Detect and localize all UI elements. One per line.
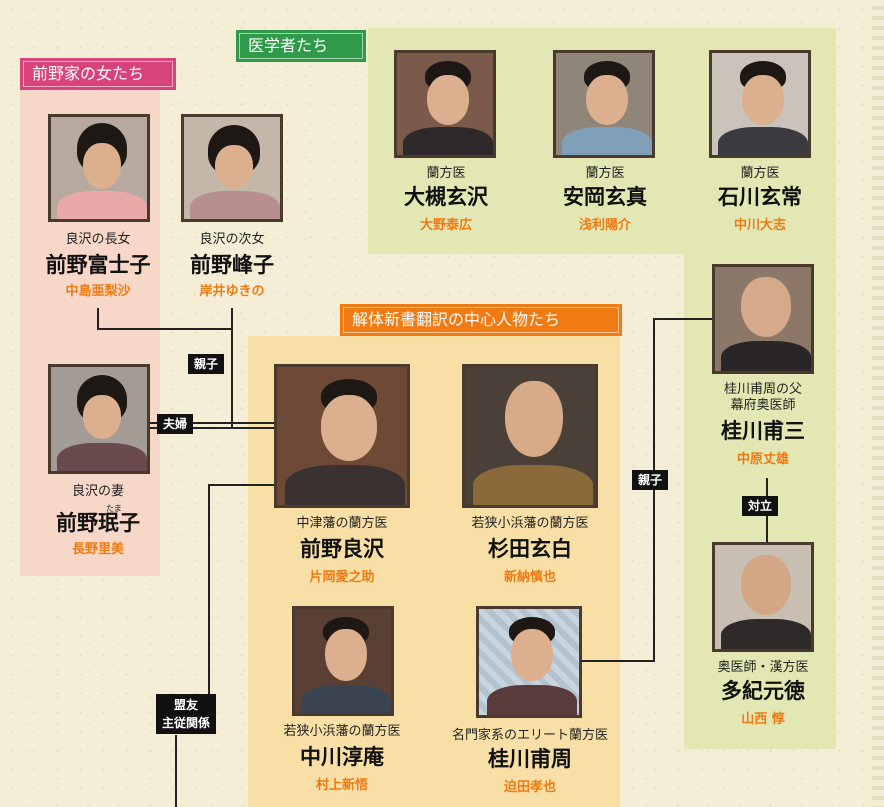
actor-name: 中川大志 xyxy=(733,218,786,233)
actor-name: 村上新悟 xyxy=(315,778,368,793)
relation-label-parent-child: 親子 xyxy=(632,470,669,490)
portrait-photo xyxy=(553,50,655,158)
connector-line xyxy=(580,660,654,662)
connector-line xyxy=(150,422,275,424)
connector-line xyxy=(97,308,99,330)
actor-name: 浅利陽介 xyxy=(578,218,631,233)
character-card-hoshu: 名門家系のエリート蘭方医 桂川甫周 迫田孝也 xyxy=(440,606,620,802)
character-role: 蘭方医 xyxy=(740,166,780,181)
portrait-photo xyxy=(476,606,582,718)
character-role: 良沢の長女 xyxy=(65,232,131,247)
character-card-otsuki: 蘭方医 大槻玄沢 大野泰広 xyxy=(386,48,506,238)
relation-label-parent-child: 親子 xyxy=(188,354,225,374)
portrait-photo xyxy=(462,364,598,508)
portrait-photo xyxy=(181,114,283,222)
relation-label-rivalry: 対立 xyxy=(742,496,779,516)
group-tag-doctors: 医学者たち xyxy=(236,30,366,62)
character-name: 前野富士子 xyxy=(45,252,151,277)
character-card-hosan: 桂川甫周の父 幕府奥医師 桂川甫三 中原丈雄 xyxy=(700,262,830,472)
portrait-photo xyxy=(48,364,150,474)
portrait-photo xyxy=(712,264,814,374)
torn-edge xyxy=(872,0,884,807)
portrait-photo xyxy=(394,50,496,158)
character-card-ishikawa: 蘭方医 石川玄常 中川大志 xyxy=(700,48,820,238)
character-card-genpaku: 若狭小浜藩の蘭方医 杉田玄白 新納慎也 xyxy=(450,362,610,588)
actor-name: 中原丈雄 xyxy=(736,452,789,467)
actor-name: 迫田孝也 xyxy=(503,780,556,795)
actor-name: 片岡愛之助 xyxy=(309,570,375,585)
character-name: 大槻玄沢 xyxy=(404,184,488,209)
character-role: 桂川甫周の父 幕府奥医師 xyxy=(723,382,802,413)
character-role: 良沢の妻 xyxy=(71,484,124,499)
character-name: 前野良沢 xyxy=(300,536,384,561)
character-role: 奥医師・漢方医 xyxy=(717,660,809,675)
actor-name: 新納慎也 xyxy=(503,570,556,585)
character-role: 名門家系のエリート蘭方医 xyxy=(451,728,608,743)
name-ruby: たま xyxy=(106,504,122,513)
character-card-mineko: 良沢の次女 前野峰子 岸井ゆきの xyxy=(170,112,294,302)
actor-name: 中島亜梨沙 xyxy=(65,284,131,299)
character-card-taki: 奥医師・漢方医 多紀元徳 山西 惇 xyxy=(700,540,830,736)
character-role: 中津藩の蘭方医 xyxy=(296,516,388,531)
character-card-fujiko: 良沢の長女 前野富士子 中島亜梨沙 xyxy=(36,112,160,302)
character-name: 安岡玄真 xyxy=(563,184,647,209)
character-role: 蘭方医 xyxy=(585,166,625,181)
portrait-photo xyxy=(709,50,811,158)
actor-name: 山西 惇 xyxy=(741,712,785,727)
portrait-photo xyxy=(48,114,150,222)
actor-name: 長野里美 xyxy=(71,542,124,557)
actor-name: 大野泰広 xyxy=(419,218,472,233)
character-card-yasuoka: 蘭方医 安岡玄真 浅利陽介 xyxy=(545,48,665,238)
group-tag-central: 解体新書翻訳の中心人物たち xyxy=(340,304,622,336)
portrait-photo xyxy=(274,364,410,508)
relation-label-couple: 夫婦 xyxy=(157,414,194,434)
character-name: 桂川甫三 xyxy=(721,418,805,443)
character-name: 前野珉子 xyxy=(56,510,140,535)
character-role: 若狭小浜藩の蘭方医 xyxy=(283,724,401,739)
connector-line xyxy=(653,318,655,662)
character-role: 良沢の次女 xyxy=(199,232,265,247)
group-tag-women: 前野家の女たち xyxy=(20,58,176,90)
character-card-tamako: 良沢の妻 たま 前野珉子 長野里美 xyxy=(36,364,160,560)
connector-line xyxy=(208,484,210,694)
character-name: 中川淳庵 xyxy=(300,744,384,769)
relation-label-alliance: 盟友 主従関係 xyxy=(156,694,217,734)
character-card-junan: 若狭小浜藩の蘭方医 中川淳庵 村上新悟 xyxy=(262,604,422,800)
portrait-photo xyxy=(712,542,814,652)
character-name: 杉田玄白 xyxy=(488,536,572,561)
character-name: 多紀元徳 xyxy=(721,678,805,703)
character-name: 前野峰子 xyxy=(190,252,274,277)
actor-name: 岸井ゆきの xyxy=(199,284,265,299)
character-role: 蘭方医 xyxy=(426,166,466,181)
connector-line xyxy=(97,328,233,330)
character-name: 石川玄常 xyxy=(718,184,802,209)
connector-line xyxy=(175,735,177,807)
character-role: 若狭小浜藩の蘭方医 xyxy=(471,516,589,531)
connector-line xyxy=(208,484,276,486)
portrait-photo xyxy=(292,606,394,716)
connector-line xyxy=(231,308,233,428)
connector-line xyxy=(653,318,713,320)
character-card-ryotaku: 中津藩の蘭方医 前野良沢 片岡愛之助 xyxy=(262,362,422,588)
character-name: 桂川甫周 xyxy=(488,746,572,771)
connector-line xyxy=(150,427,275,429)
